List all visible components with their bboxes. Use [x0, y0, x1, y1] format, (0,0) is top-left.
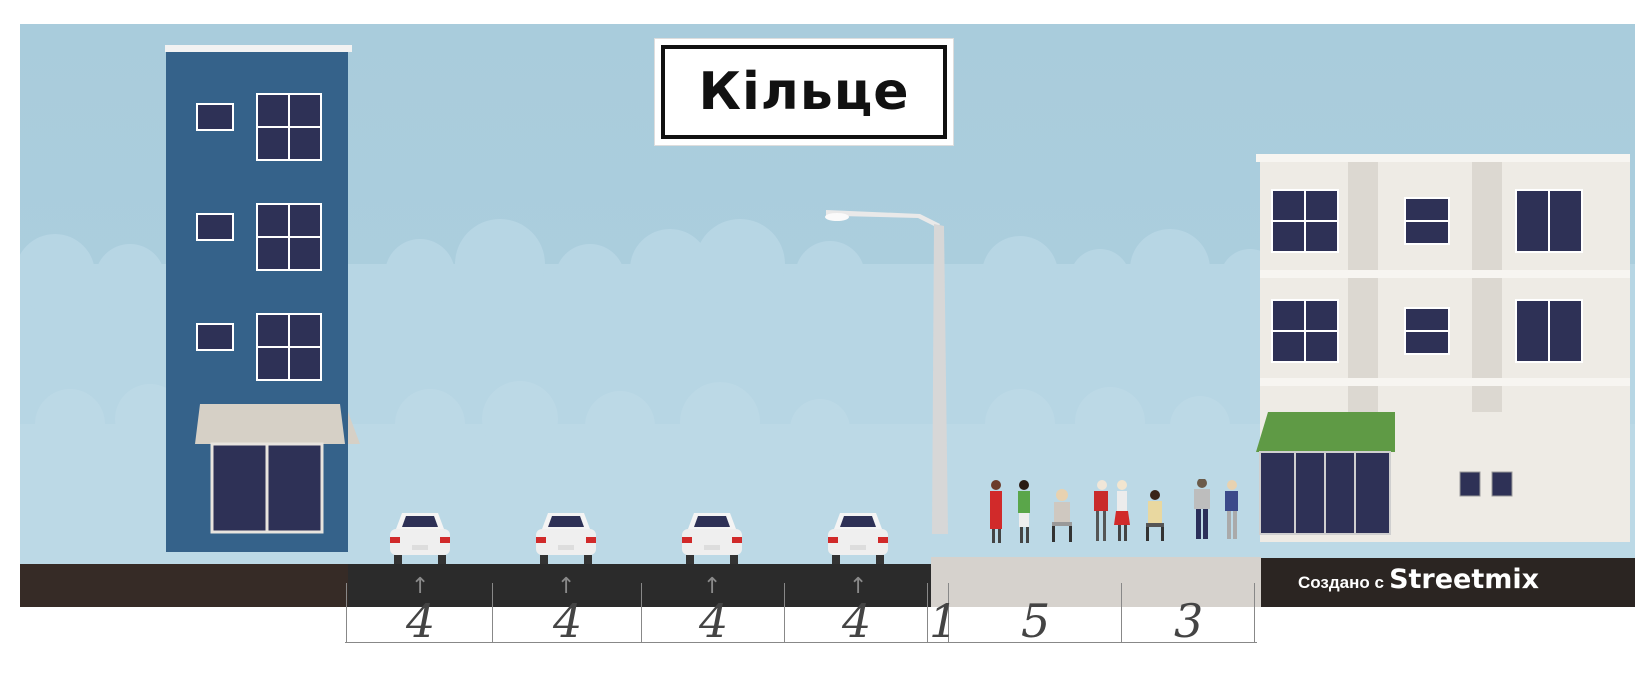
street-name: Кільце [698, 62, 910, 122]
segment-width-label[interactable]: 4 [842, 594, 872, 648]
road [348, 564, 931, 607]
segment-width-label[interactable]: 1 [929, 594, 959, 648]
lane-arrow-icon: ↑ [703, 574, 722, 599]
dimension-tick [492, 583, 493, 643]
lane-arrow-icon: ↑ [557, 574, 576, 599]
lane-arrow-icon: ↑ [849, 574, 868, 599]
pedestrians [990, 479, 1238, 543]
car [536, 513, 596, 564]
car [390, 513, 450, 564]
lane-arrow-icon: ↑ [411, 574, 430, 599]
streetmix-credit[interactable]: Создано с Streetmix [1298, 564, 1539, 595]
segment-width-label[interactable]: 4 [553, 594, 583, 648]
dimension-tick [641, 583, 642, 643]
left-ground [20, 564, 348, 607]
left-building [165, 45, 360, 552]
sidewalk [931, 557, 1261, 607]
car [682, 513, 742, 564]
dimension-tick [1254, 583, 1255, 643]
credit-prefix: Создано с [1298, 573, 1384, 592]
right-building [1256, 154, 1630, 542]
dimension-baseline [345, 642, 1257, 643]
car [828, 513, 888, 564]
dimension-tick [1121, 583, 1122, 643]
street-name-sign-frame: Кільце [661, 45, 947, 139]
right-ground [1261, 558, 1635, 607]
segment-width-label[interactable]: 4 [406, 594, 436, 648]
street-section-canvas: ↑ ↑ ↑ ↑ Кільце Создано с Streetmix [20, 24, 1635, 607]
segment-width-label[interactable]: 5 [1021, 594, 1051, 648]
dimension-tick [784, 583, 785, 643]
street-lamp [825, 210, 948, 534]
credit-brand: Streetmix [1389, 564, 1540, 595]
segment-width-label[interactable]: 4 [699, 594, 729, 648]
dimension-tick [927, 583, 928, 643]
street-name-sign[interactable]: Кільце [654, 38, 954, 146]
dimension-tick [346, 583, 347, 643]
dimension-tick [948, 583, 949, 643]
segment-width-label[interactable]: 3 [1174, 594, 1204, 648]
